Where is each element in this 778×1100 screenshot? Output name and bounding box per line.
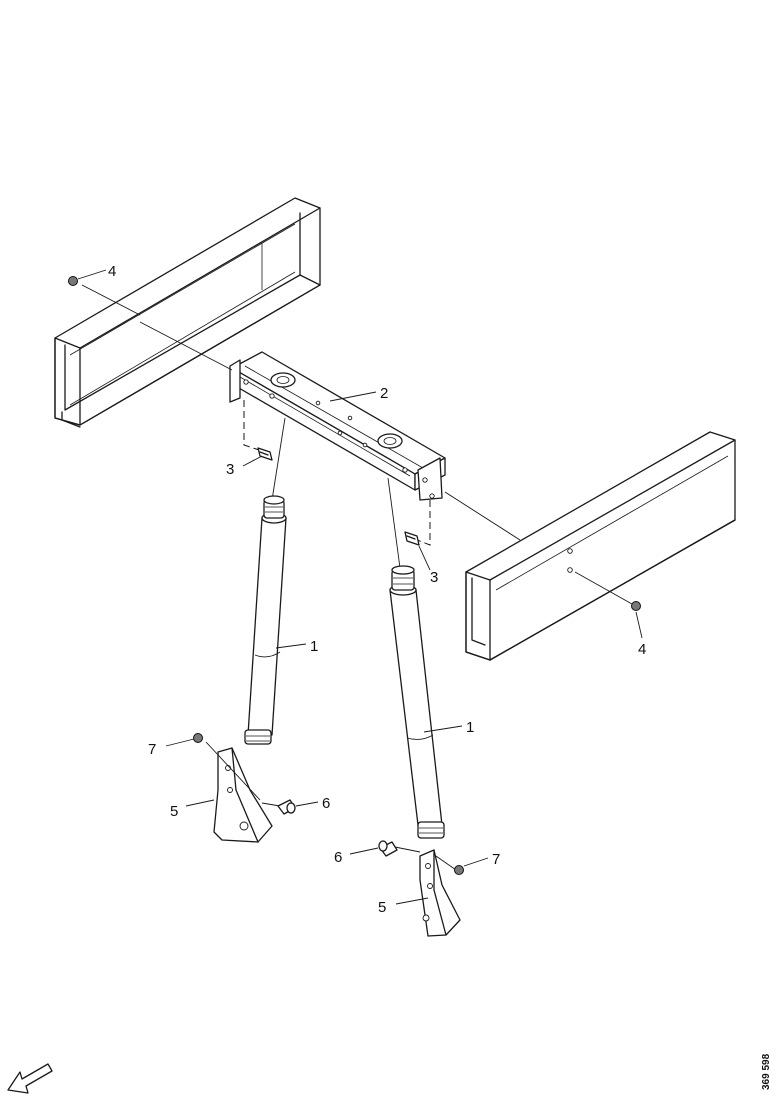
reference-code: 369 598 bbox=[761, 1053, 772, 1090]
bracket-left bbox=[205, 741, 281, 843]
callout-1-left: 1 bbox=[310, 638, 318, 655]
screw-left bbox=[277, 799, 296, 815]
bracket-right bbox=[389, 845, 461, 937]
alignment-lines bbox=[81, 284, 633, 605]
callout-4-left: 4 bbox=[108, 263, 116, 280]
shock-absorber-left bbox=[244, 495, 287, 745]
callout-7-left: 7 bbox=[148, 741, 156, 758]
bolt-right bbox=[404, 531, 420, 546]
callout-1-right: 1 bbox=[466, 719, 474, 736]
callout-3-left: 3 bbox=[226, 461, 234, 478]
shock-absorber-right bbox=[389, 565, 445, 839]
callout-7-right: 7 bbox=[492, 851, 500, 868]
arrow-left-down-icon bbox=[7, 1063, 53, 1094]
callout-6-right: 6 bbox=[334, 849, 342, 866]
callout-2: 2 bbox=[380, 385, 388, 402]
right-frame-rail bbox=[465, 431, 736, 661]
callout-5-right: 5 bbox=[378, 899, 386, 916]
nut-left-lower bbox=[193, 733, 203, 743]
cross-member bbox=[229, 351, 446, 501]
callout-5-left: 5 bbox=[170, 803, 178, 820]
callout-leaders bbox=[77, 269, 643, 905]
callout-6-left: 6 bbox=[322, 795, 330, 812]
callout-3-right: 3 bbox=[430, 569, 438, 586]
bolt-left bbox=[257, 447, 273, 461]
nut-right-lower bbox=[454, 865, 464, 875]
screw-right bbox=[378, 840, 398, 857]
callout-4-right: 4 bbox=[638, 641, 646, 658]
left-frame-rail bbox=[54, 197, 321, 428]
nut-left bbox=[68, 276, 78, 286]
nut-right bbox=[631, 601, 641, 611]
